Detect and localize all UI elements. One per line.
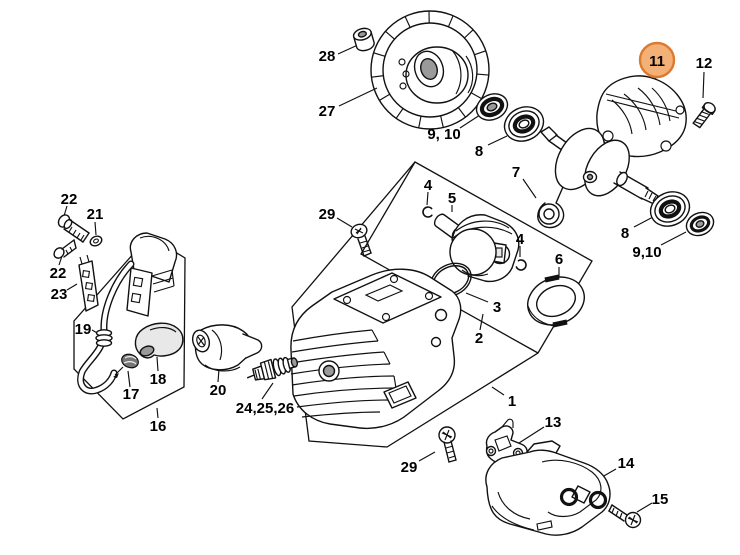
- callout-labels: 28 27 9, 10 8 11 12 7 8 9,10 4 5 4 6 3 2…: [50, 48, 713, 508]
- callout-9-10-right[interactable]: 9,10: [632, 244, 661, 261]
- callout-9-10-left[interactable]: 9, 10: [427, 126, 460, 143]
- callout-2[interactable]: 2: [475, 330, 483, 347]
- screw-29-top-drawing: [350, 223, 372, 257]
- callout-29-bottom[interactable]: 29: [401, 459, 418, 476]
- callout-16[interactable]: 16: [150, 418, 167, 435]
- screw-29-bottom-drawing: [438, 426, 457, 463]
- callout-18[interactable]: 18: [150, 371, 167, 388]
- support-ring-drawing: [527, 274, 585, 328]
- flywheel-nut-drawing: [352, 27, 375, 52]
- callout-8-left[interactable]: 8: [475, 143, 483, 160]
- screw-22-upper-drawing: [57, 214, 90, 243]
- callout-3[interactable]: 3: [493, 299, 501, 316]
- ignition-wire-drawing: [77, 260, 135, 395]
- callout-13[interactable]: 13: [545, 414, 562, 431]
- screw-12-drawing: [692, 101, 716, 129]
- callout-4-left[interactable]: 4: [424, 177, 433, 194]
- spark-plug-boot-drawing: [134, 322, 184, 359]
- callout-7[interactable]: 7: [512, 164, 520, 181]
- circlip-left-drawing: [422, 206, 434, 218]
- callout-27[interactable]: 27: [319, 103, 336, 120]
- callout-20[interactable]: 20: [210, 382, 227, 399]
- crankcase-half-drawing: [596, 75, 687, 158]
- grommet-19-drawing: [95, 329, 113, 347]
- assembly-box-ignition: [73, 235, 186, 420]
- callout-12[interactable]: 12: [696, 55, 713, 72]
- cylinder-drawing: [290, 268, 462, 430]
- oil-seal-right-drawing: [685, 211, 715, 237]
- callout-4-right[interactable]: 4: [516, 231, 525, 248]
- callout-23[interactable]: 23: [51, 286, 68, 303]
- bearing-right-drawing: [649, 191, 691, 227]
- spark-plug-drawing: [246, 356, 299, 381]
- callout-8-right[interactable]: 8: [621, 225, 629, 242]
- ignition-module-drawing: [126, 232, 178, 317]
- spring-17-drawing: [113, 353, 139, 378]
- assembly-box-cylinder-piston: [291, 161, 593, 448]
- screw-15-drawing: [608, 504, 642, 529]
- callout-14[interactable]: 14: [618, 455, 635, 472]
- piston-drawing: [449, 214, 520, 283]
- callout-1[interactable]: 1: [508, 393, 516, 410]
- muffler-drawing: [485, 440, 611, 536]
- callout-22-upper[interactable]: 22: [61, 191, 78, 208]
- bearing-left-drawing: [503, 106, 545, 142]
- flywheel-drawing: [370, 10, 490, 130]
- callout-22-lower[interactable]: 22: [50, 265, 67, 282]
- shroud-20-drawing: [191, 324, 263, 372]
- callout-11-selected[interactable]: 11: [649, 53, 665, 70]
- bracket-23-drawing: [78, 254, 99, 312]
- callout-24-25-26[interactable]: 24,25,26: [236, 400, 294, 417]
- callout-21[interactable]: 21: [87, 206, 104, 223]
- callout-17[interactable]: 17: [123, 386, 140, 403]
- callout-15[interactable]: 15: [652, 491, 669, 508]
- washer-21-drawing: [89, 235, 103, 247]
- oil-seal-left-drawing: [475, 93, 509, 121]
- callout-28[interactable]: 28: [319, 48, 336, 65]
- highlight-circle[interactable]: [638, 41, 676, 79]
- callout-6[interactable]: 6: [555, 251, 563, 268]
- callout-19[interactable]: 19: [75, 321, 92, 338]
- screw-22-lower-drawing: [53, 239, 77, 259]
- crankshaft-drawing: [537, 126, 659, 229]
- circlip-right-drawing: [515, 259, 527, 271]
- callout-29-top[interactable]: 29: [319, 206, 336, 223]
- callout-5[interactable]: 5: [448, 190, 456, 207]
